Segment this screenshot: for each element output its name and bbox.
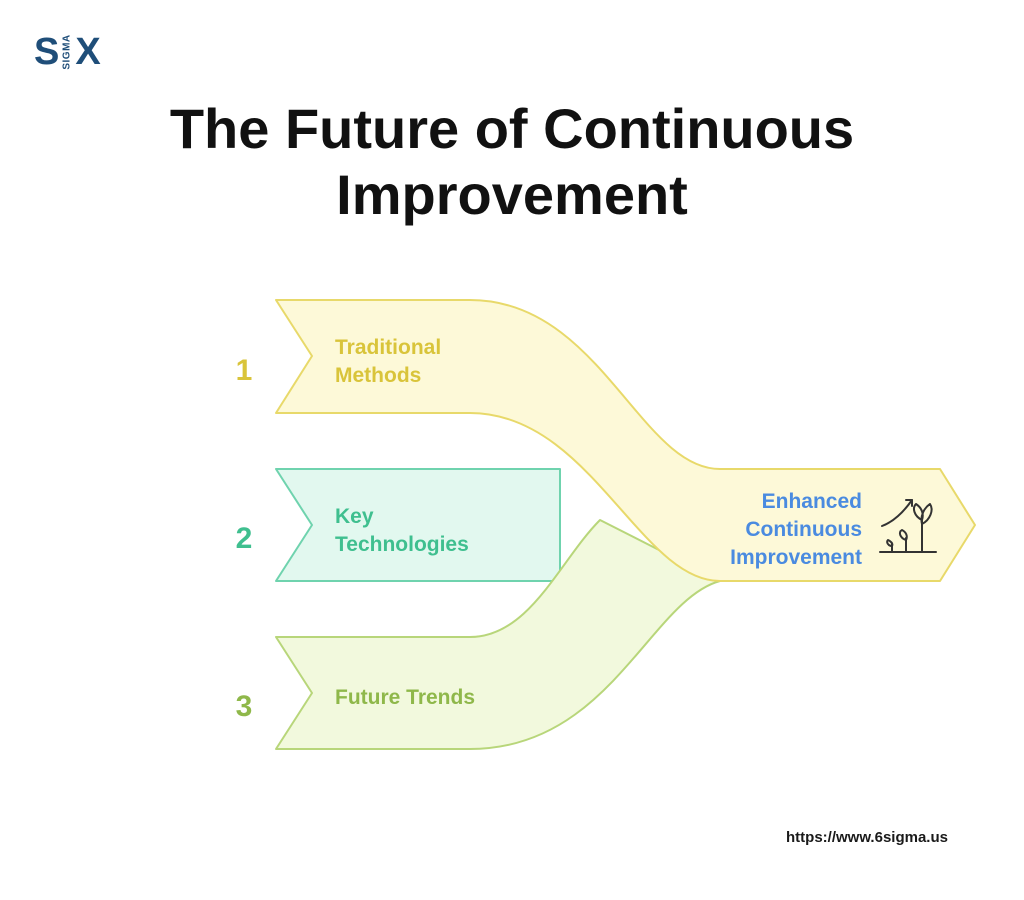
step-number-3: 3 bbox=[235, 690, 253, 723]
band-traditional-methods bbox=[275, 299, 976, 582]
step-label-1-line-1: Traditional bbox=[335, 336, 442, 359]
title-line-1: The Future of Continuous bbox=[169, 97, 855, 160]
step-label-2-line-2: Technologies bbox=[335, 533, 469, 556]
output-label-enhanced-continuous-improvement: Enhanced Continuous Improvement bbox=[700, 488, 862, 572]
title-line-2: Improvement bbox=[336, 163, 688, 226]
logo-letter-x: X bbox=[75, 31, 101, 73]
step-label-traditional-methods: Traditional Methods bbox=[335, 334, 441, 390]
logo-letter-s: S bbox=[34, 31, 60, 73]
output-label-line-2: Continuous bbox=[745, 518, 862, 541]
growth-plant-icon bbox=[879, 499, 937, 553]
step-label-future-trends: Future Trends bbox=[335, 684, 475, 712]
output-label-line-3: Improvement bbox=[730, 546, 862, 569]
step-number-1: 1 bbox=[235, 354, 253, 387]
band-key-technologies bbox=[275, 468, 561, 582]
step-label-1-line-2: Methods bbox=[335, 364, 422, 387]
step-label-3-line-1: Future Trends bbox=[335, 686, 476, 709]
step-label-2-line-1: Key bbox=[335, 505, 374, 528]
step-label-key-technologies: Key Technologies bbox=[335, 503, 469, 559]
output-label-line-1: Enhanced bbox=[761, 490, 862, 513]
footer-url: https://www.6sigma.us bbox=[786, 829, 948, 846]
step-number-2: 2 bbox=[235, 522, 253, 555]
sixsigma-logo: S SIGMA X bbox=[34, 32, 101, 72]
band-future-trends bbox=[275, 519, 721, 750]
page-title: The Future of Continuous Improvement bbox=[0, 96, 1024, 228]
